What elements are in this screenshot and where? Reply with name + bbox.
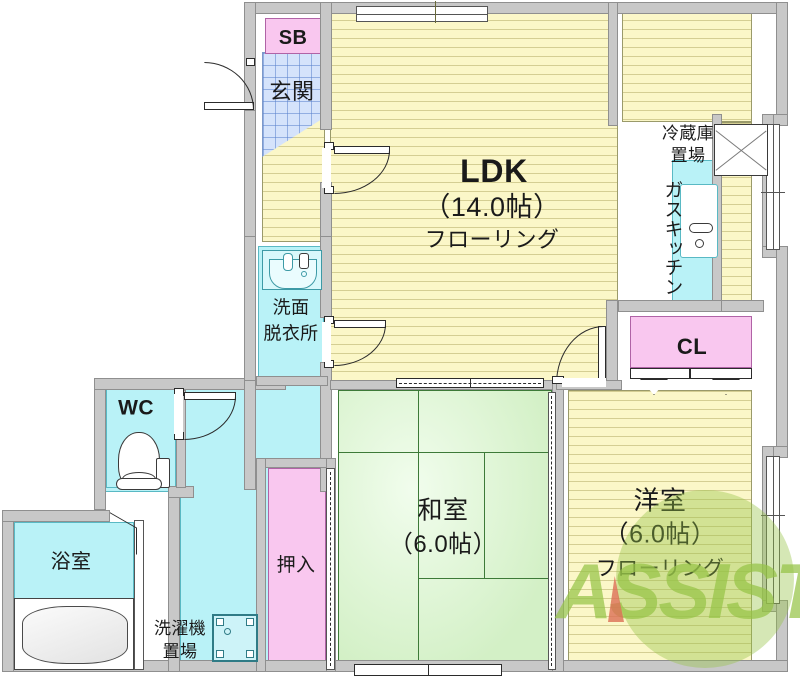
closet-cl-fill [630,316,752,368]
gas-stove [680,184,718,258]
wall-kitchen-partition [608,2,618,126]
label-washroom-line1: 洗面 [272,297,310,318]
label-washer-line2: 置場 [162,641,198,661]
label-oshiire: 押入 [276,554,316,576]
washitsu-fusuma[interactable] [396,378,544,388]
label-yoshitsu-material: フローリング [595,557,725,581]
wall-ldk-right [606,300,618,390]
label-genkan: 玄関 [269,79,315,105]
refrigerator-space [714,124,768,176]
room-yoshitsu-floor [568,390,752,672]
wall-genkan-right [320,2,332,130]
label-yoshitsu-name: 洋室 [633,485,687,516]
wall-oshiire-side [256,458,266,672]
wall-left-bath [2,510,14,672]
room-washitsu-floor [338,390,552,672]
toilet-base [116,478,162,490]
entrance-door-jamb-top [246,58,255,66]
cl-door-right[interactable] [690,368,752,379]
label-washitsu-area: （6.0帖） [388,530,498,558]
cl-door-left[interactable] [630,368,690,379]
window-ldk-top[interactable] [356,1,488,23]
wall-bath-top [2,510,110,522]
oshiire-fill [268,468,326,672]
label-gas-kitchen: ガスキッチン [661,180,683,297]
label-ldk-name: LDK [460,153,528,190]
label-wc: WC [118,396,154,420]
label-washer-line1: 洗濯機 [153,618,207,638]
cl-fold-arrow-left [640,379,668,395]
wall-hall-left-lower [244,380,256,490]
wall-right [776,2,788,126]
label-fridge-line2: 置場 [670,145,706,165]
window-kitchen-right[interactable] [761,124,785,250]
washitsu-right-slider[interactable] [548,392,556,670]
wall-washroom-bottom [256,376,328,386]
label-bathroom: 浴室 [50,551,92,574]
wall-genkan-left-lower [244,110,256,248]
bathtub [22,606,128,664]
washroom-ldk-opening [322,322,331,362]
label-washitsu-name: 和室 [417,496,469,525]
shoe-box-fill [265,18,322,54]
vanity-sink [262,250,322,290]
label-shoe-box: SB [278,27,308,50]
label-washroom-line2: 脱衣所 [263,323,319,344]
wc-door-opening [174,394,183,434]
oshiire-slider-dash [330,472,331,666]
yoshitsu-door-opening [562,378,606,387]
label-ldk-material: フローリング [424,227,560,253]
wall-kitchen-bottom [618,300,722,312]
washitsu-bottom-slider[interactable] [354,664,502,676]
label-yoshitsu-area: （6.0帖） [603,520,717,549]
label-ldk-area: （14.0帖） [423,192,561,223]
washitsu-right-slider-dash [551,396,552,666]
room-ldk-floor-right [622,10,752,122]
washer-pan [212,614,258,662]
window-yoshitsu-right[interactable] [761,456,785,604]
wall-right-lower [776,246,788,458]
label-fridge-line1: 冷蔵庫 [661,123,715,143]
hall-ldk-opening [322,148,331,188]
bathroom-door-opening[interactable] [134,520,144,670]
wall-left-wc [94,378,106,510]
wall-hall-left [244,236,256,388]
label-closet-cl: CL [676,334,708,360]
wall-oshiire-left [256,458,332,468]
